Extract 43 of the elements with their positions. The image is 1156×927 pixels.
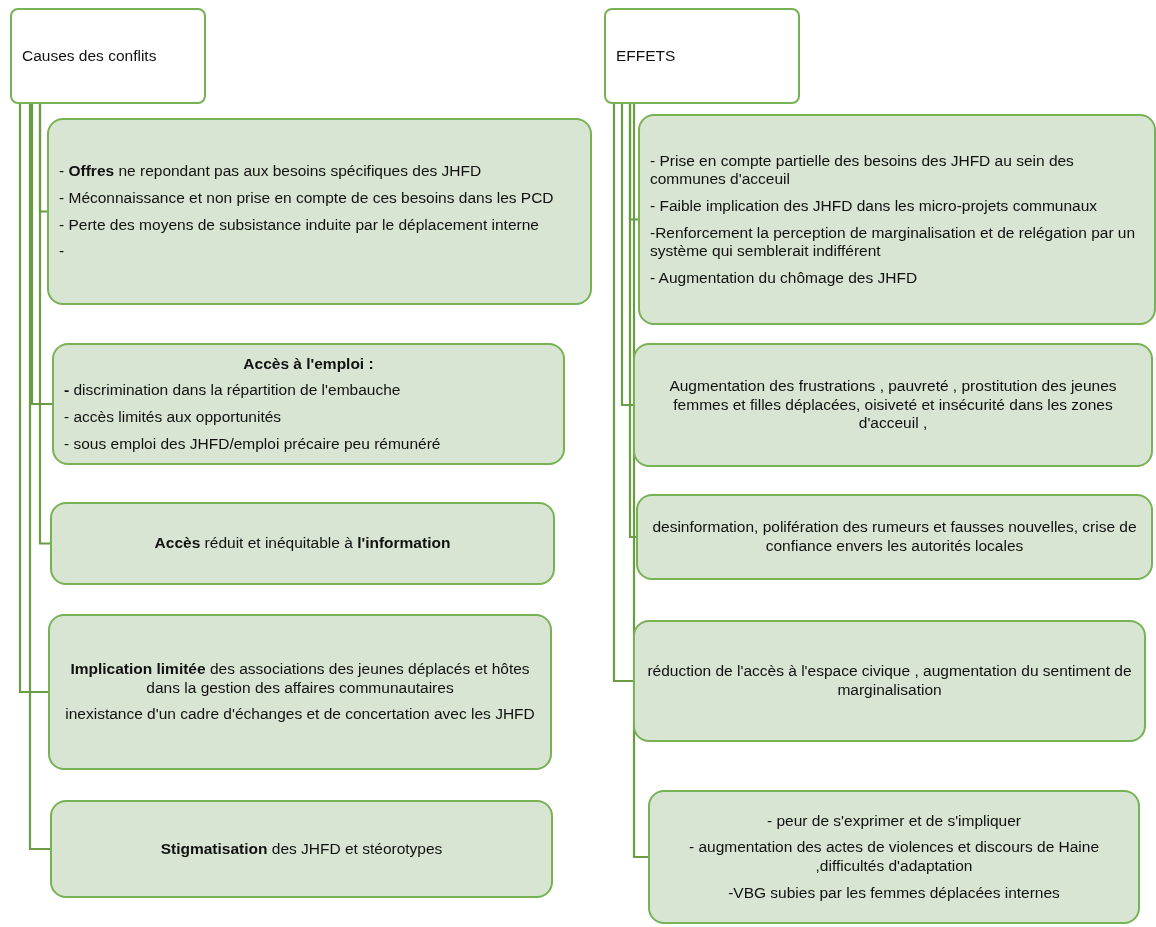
box-text: - augmentation des actes de violences et discours de Haine ,difficultés d'adaptation — [687, 838, 1101, 876]
box-text: Accès réduit et inéquitable à l'information — [154, 534, 451, 553]
box-text: -Renforcement la perception de marginalisation et de relégation par un système qui semblerait indifférent — [650, 223, 1137, 261]
rounded-box — [52, 343, 565, 465]
box-text: réduction de l'accès à l'espace civique , augmentation du sentiment de marginalisation — [646, 662, 1133, 700]
box-text: Implication limitée des associations des jeunes déplacés et hôtes dans la gestion des affaires communautaires — [69, 660, 531, 698]
connector-line — [38, 104, 50, 545]
rounded-box — [633, 343, 1153, 467]
header-box — [10, 8, 206, 104]
rounded-box — [636, 494, 1153, 580]
box-text: -VBG subies par les femmes déplacées internes — [728, 883, 1060, 903]
connector-line — [28, 104, 50, 851]
connector-line — [628, 104, 636, 539]
box-text: - discrimination dans la répartition de l'embauche — [64, 381, 402, 400]
rounded-box — [48, 614, 552, 770]
header-box — [604, 8, 800, 104]
box-text: - accès limités aux opportunités — [64, 408, 283, 427]
box-heading: Accès à l'emploi : — [243, 354, 374, 374]
rounded-box — [633, 620, 1146, 742]
rounded-box — [50, 800, 553, 898]
rounded-box — [47, 118, 592, 305]
box-text: Stigmatisation des JHFD et stéorotypes — [160, 839, 443, 859]
box-text: inexistance d'un cadre d'échanges et de concertation avec les JHFD — [65, 705, 535, 724]
box-text: EFFETS — [616, 46, 677, 66]
connector-line — [30, 104, 52, 406]
box-text: - Faible implication des JHFD dans les micro-projets communaux — [650, 196, 1099, 216]
rounded-box — [638, 114, 1156, 325]
box-text: - peur de s'exprimer et de s'impliquer — [767, 811, 1021, 831]
box-text: - — [59, 242, 66, 261]
connector-line — [620, 104, 633, 407]
box-text: Augmentation des frustrations , pauvreté , prostitution des jeunes femmes et filles déplacées, oisiveté et insécurité dans les zones d'acceuil , — [668, 377, 1118, 433]
rounded-box — [50, 502, 555, 585]
box-text: - Offres ne repondant pas aux besoins spécifiques des JHFD — [59, 162, 483, 181]
box-text: - Perte des moyens de subsistance induite par le déplacement interne — [59, 215, 540, 235]
box-text: Causes des conflits — [22, 46, 158, 66]
box-text: - Méconnaissance et non prise en compte de ces besoins dans les PCD — [59, 188, 555, 208]
rounded-box — [648, 790, 1140, 924]
box-text: - Augmentation du chômage des JHFD — [650, 268, 919, 288]
connector-line — [612, 104, 633, 683]
connector-line — [18, 104, 48, 694]
box-text: desinformation, polifération des rumeurs et fausses nouvelles, crise de confiance envers les autorités locales — [651, 518, 1138, 556]
box-text: - Prise en compte partielle des besoins des JHFD au sein des communes d'acceuil — [650, 151, 1075, 189]
box-text: - sous emploi des JHFD/emploi précaire peu rémunéré — [64, 434, 442, 454]
